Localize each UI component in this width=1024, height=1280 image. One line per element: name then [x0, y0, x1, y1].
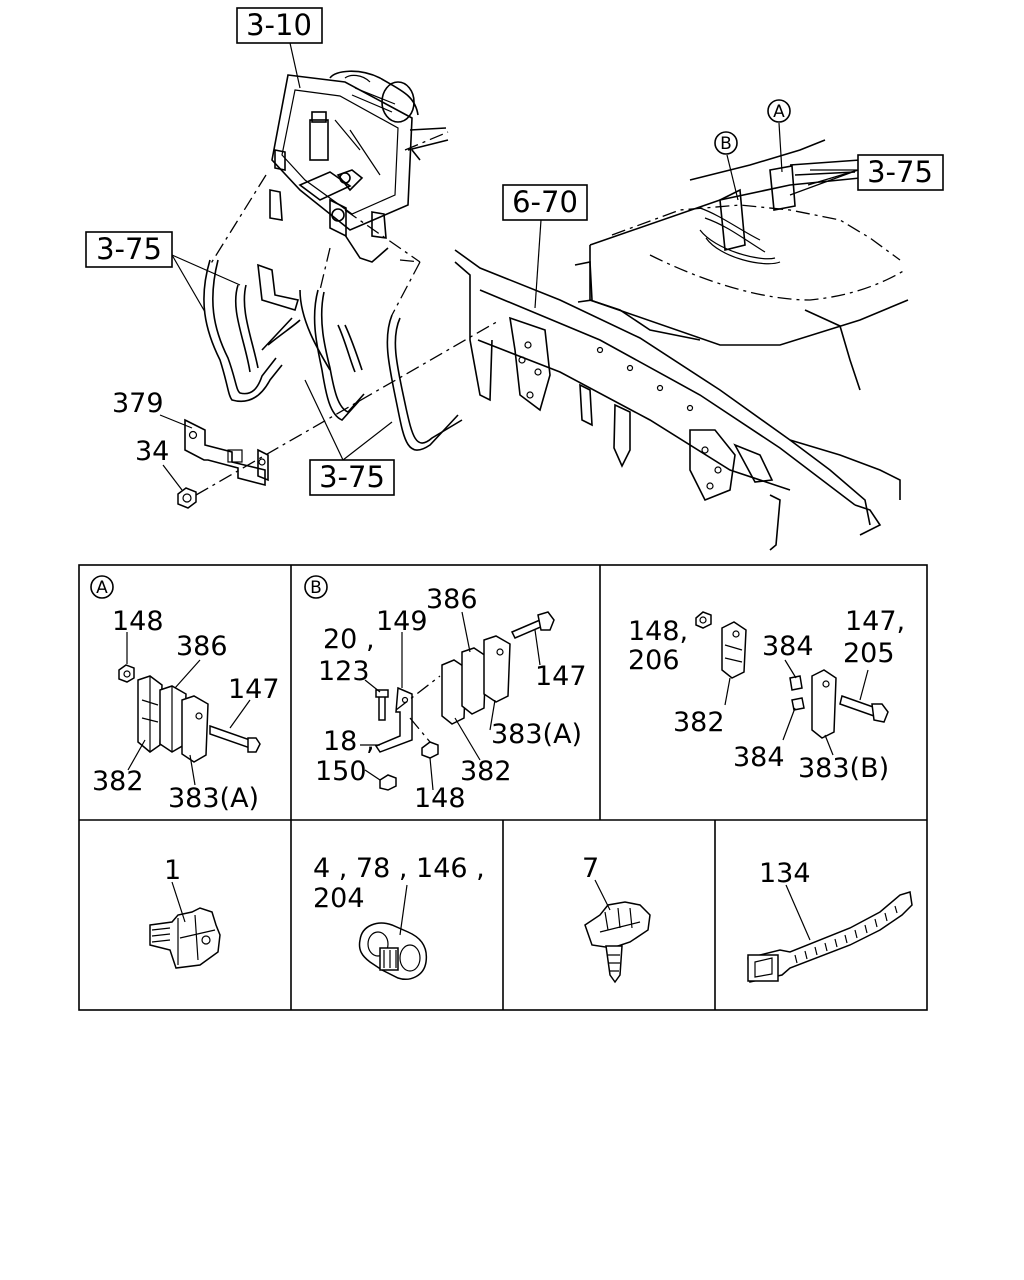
ref-3-10: 3-10 — [246, 8, 312, 42]
bolt-147-a — [209, 724, 251, 750]
bracket-379-drawing — [177, 319, 501, 509]
panel-134: 134 — [747, 858, 913, 983]
label-205: 205 — [843, 638, 895, 669]
marker-b: B — [720, 134, 732, 154]
ref-box-3-75-right — [857, 154, 944, 191]
ref-box-6-70 — [502, 184, 588, 221]
label-383a-a: 383(A) — [168, 783, 259, 814]
label-1: 1 — [164, 855, 181, 886]
bolt-147-b — [510, 619, 545, 639]
panel-4-78-146-204: 4 , 78 , 146 , 204 — [313, 853, 485, 980]
main-exploded-view: 3-10 3-75 6-70 3-75 3-75 379 34 A B — [85, 7, 944, 551]
marker-a-circle — [767, 99, 791, 123]
panel-b-marker: B — [310, 578, 322, 598]
bolt-147-c — [839, 695, 877, 717]
ref-3-75-right: 3-75 — [867, 155, 933, 189]
bolt-123 — [375, 689, 389, 721]
label-382-a: 382 — [92, 766, 144, 797]
label-386-a: 386 — [176, 631, 228, 662]
detail-panels-grid — [78, 564, 928, 1011]
label-206: 206 — [628, 645, 680, 676]
label-148-b: 148 — [414, 783, 466, 814]
panel-c: 148, 206 384 147, 205 382 384 383(B) — [628, 606, 905, 784]
label-383b-c: 383(B) — [798, 753, 889, 784]
label-4-78-146: 4 , 78 , 146 , — [313, 853, 485, 884]
label-123: 123 — [318, 656, 370, 687]
panel-a: A 148 386 147 382 383(A) — [90, 575, 280, 814]
clamp-383a-a — [181, 695, 209, 763]
panel-b: B 386 20 , 149 123 147 383(A) 18 , 150 3… — [304, 575, 587, 814]
label-384-bottom: 384 — [733, 742, 785, 773]
label-384-top: 384 — [762, 631, 814, 662]
label-379: 379 — [112, 388, 164, 419]
chassis-frame-drawing — [454, 249, 901, 551]
label-386-b: 386 — [426, 584, 478, 615]
clamp-382-c — [721, 621, 747, 679]
label-34: 34 — [135, 436, 169, 467]
label-134: 134 — [759, 858, 811, 889]
marker-a: A — [773, 102, 785, 122]
label-204: 204 — [313, 883, 365, 914]
label-382-b: 382 — [460, 756, 512, 787]
label-18: 18 , — [323, 726, 375, 757]
clamp-383a-b — [483, 635, 511, 703]
label-382-c: 382 — [673, 707, 725, 738]
nut-150 — [379, 774, 397, 791]
panel-a-marker: A — [96, 578, 108, 598]
nut-148-b — [421, 741, 439, 759]
ref-box-3-75-bottom — [309, 459, 395, 496]
clamp-383b-c — [811, 669, 837, 739]
ref-box-3-10 — [236, 7, 323, 44]
marker-b-circle — [714, 131, 738, 155]
nut-148-a — [118, 664, 135, 683]
nut-148-c — [695, 611, 712, 629]
ref-3-75-left: 3-75 — [96, 232, 162, 266]
pedal-assembly-drawing — [209, 70, 449, 316]
label-383a-b: 383(A) — [491, 719, 582, 750]
clamp-386-b — [461, 647, 487, 715]
clip-1 — [149, 907, 221, 969]
panel-1: 1 — [149, 855, 221, 969]
label-147-c: 147, — [845, 606, 905, 637]
cable-tie-134 — [747, 891, 913, 983]
label-148-c: 148, — [628, 616, 688, 647]
label-149: 149 — [376, 606, 428, 637]
brake-pipes-drawing — [203, 259, 463, 451]
label-20: 20 , — [323, 624, 375, 655]
engine-block-drawing — [574, 139, 909, 391]
label-147-a: 147 — [228, 674, 280, 705]
ref-6-70: 6-70 — [512, 185, 578, 219]
clip-7 — [584, 901, 651, 949]
clip-384-top — [789, 675, 803, 691]
label-7: 7 — [582, 853, 599, 884]
label-147-b: 147 — [535, 661, 587, 692]
ref-box-3-75-left — [85, 231, 173, 268]
ref-3-75-bottom: 3-75 — [319, 460, 385, 494]
clamp-382-b — [441, 659, 467, 725]
label-150: 150 — [315, 756, 367, 787]
clip-384-bottom — [791, 697, 805, 711]
panel-7: 7 — [582, 853, 651, 984]
label-148-a: 148 — [112, 606, 164, 637]
